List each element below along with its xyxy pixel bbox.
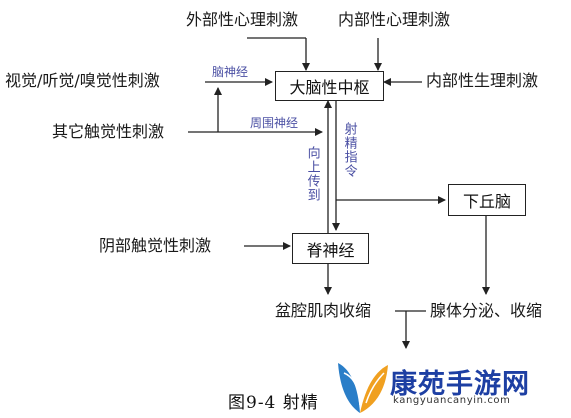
input-other-touch: 其它触觉性刺激: [52, 122, 165, 141]
output-pelvic: 盆腔肌肉收缩: [275, 301, 372, 320]
output-glands: 腺体分泌、收缩: [430, 301, 543, 320]
input-internal-psych: 内部性心理刺激: [338, 10, 451, 29]
box-hypothalamus: 下丘脑: [448, 184, 526, 216]
figure-caption: 图9-4 射精: [228, 393, 319, 413]
box-hypothalamus-label: 下丘脑: [462, 192, 511, 211]
box-spinal-nerve: 脊神经: [292, 233, 369, 264]
label-cranial-nerve: 脑神经: [212, 65, 249, 79]
box-spinal-nerve-label: 脊神经: [306, 240, 355, 260]
box-sexual-center: 大脑性中枢: [275, 71, 384, 101]
box-sexual-center-label: 大脑性中枢: [289, 78, 370, 97]
watermark-logo: 康苑手游网 kangyuancanyin.com: [330, 353, 571, 418]
label-peripheral-nerve: 周围神经: [250, 116, 299, 130]
watermark-subtitle: kangyuancanyin.com: [393, 395, 511, 406]
leaf-logo-icon: [338, 363, 388, 413]
input-genital-touch: 阴部触觉性刺激: [99, 236, 212, 255]
watermark-title: 康苑手游网: [390, 369, 530, 400]
label-ejac-command: 射精指令: [341, 122, 357, 178]
input-senses: 视觉/听觉/嗅觉性刺激: [5, 71, 160, 90]
label-upward: 向上传到: [304, 146, 320, 202]
input-internal-physio: 内部性生理刺激: [426, 71, 539, 90]
input-external-psych: 外部性心理刺激: [186, 10, 299, 29]
